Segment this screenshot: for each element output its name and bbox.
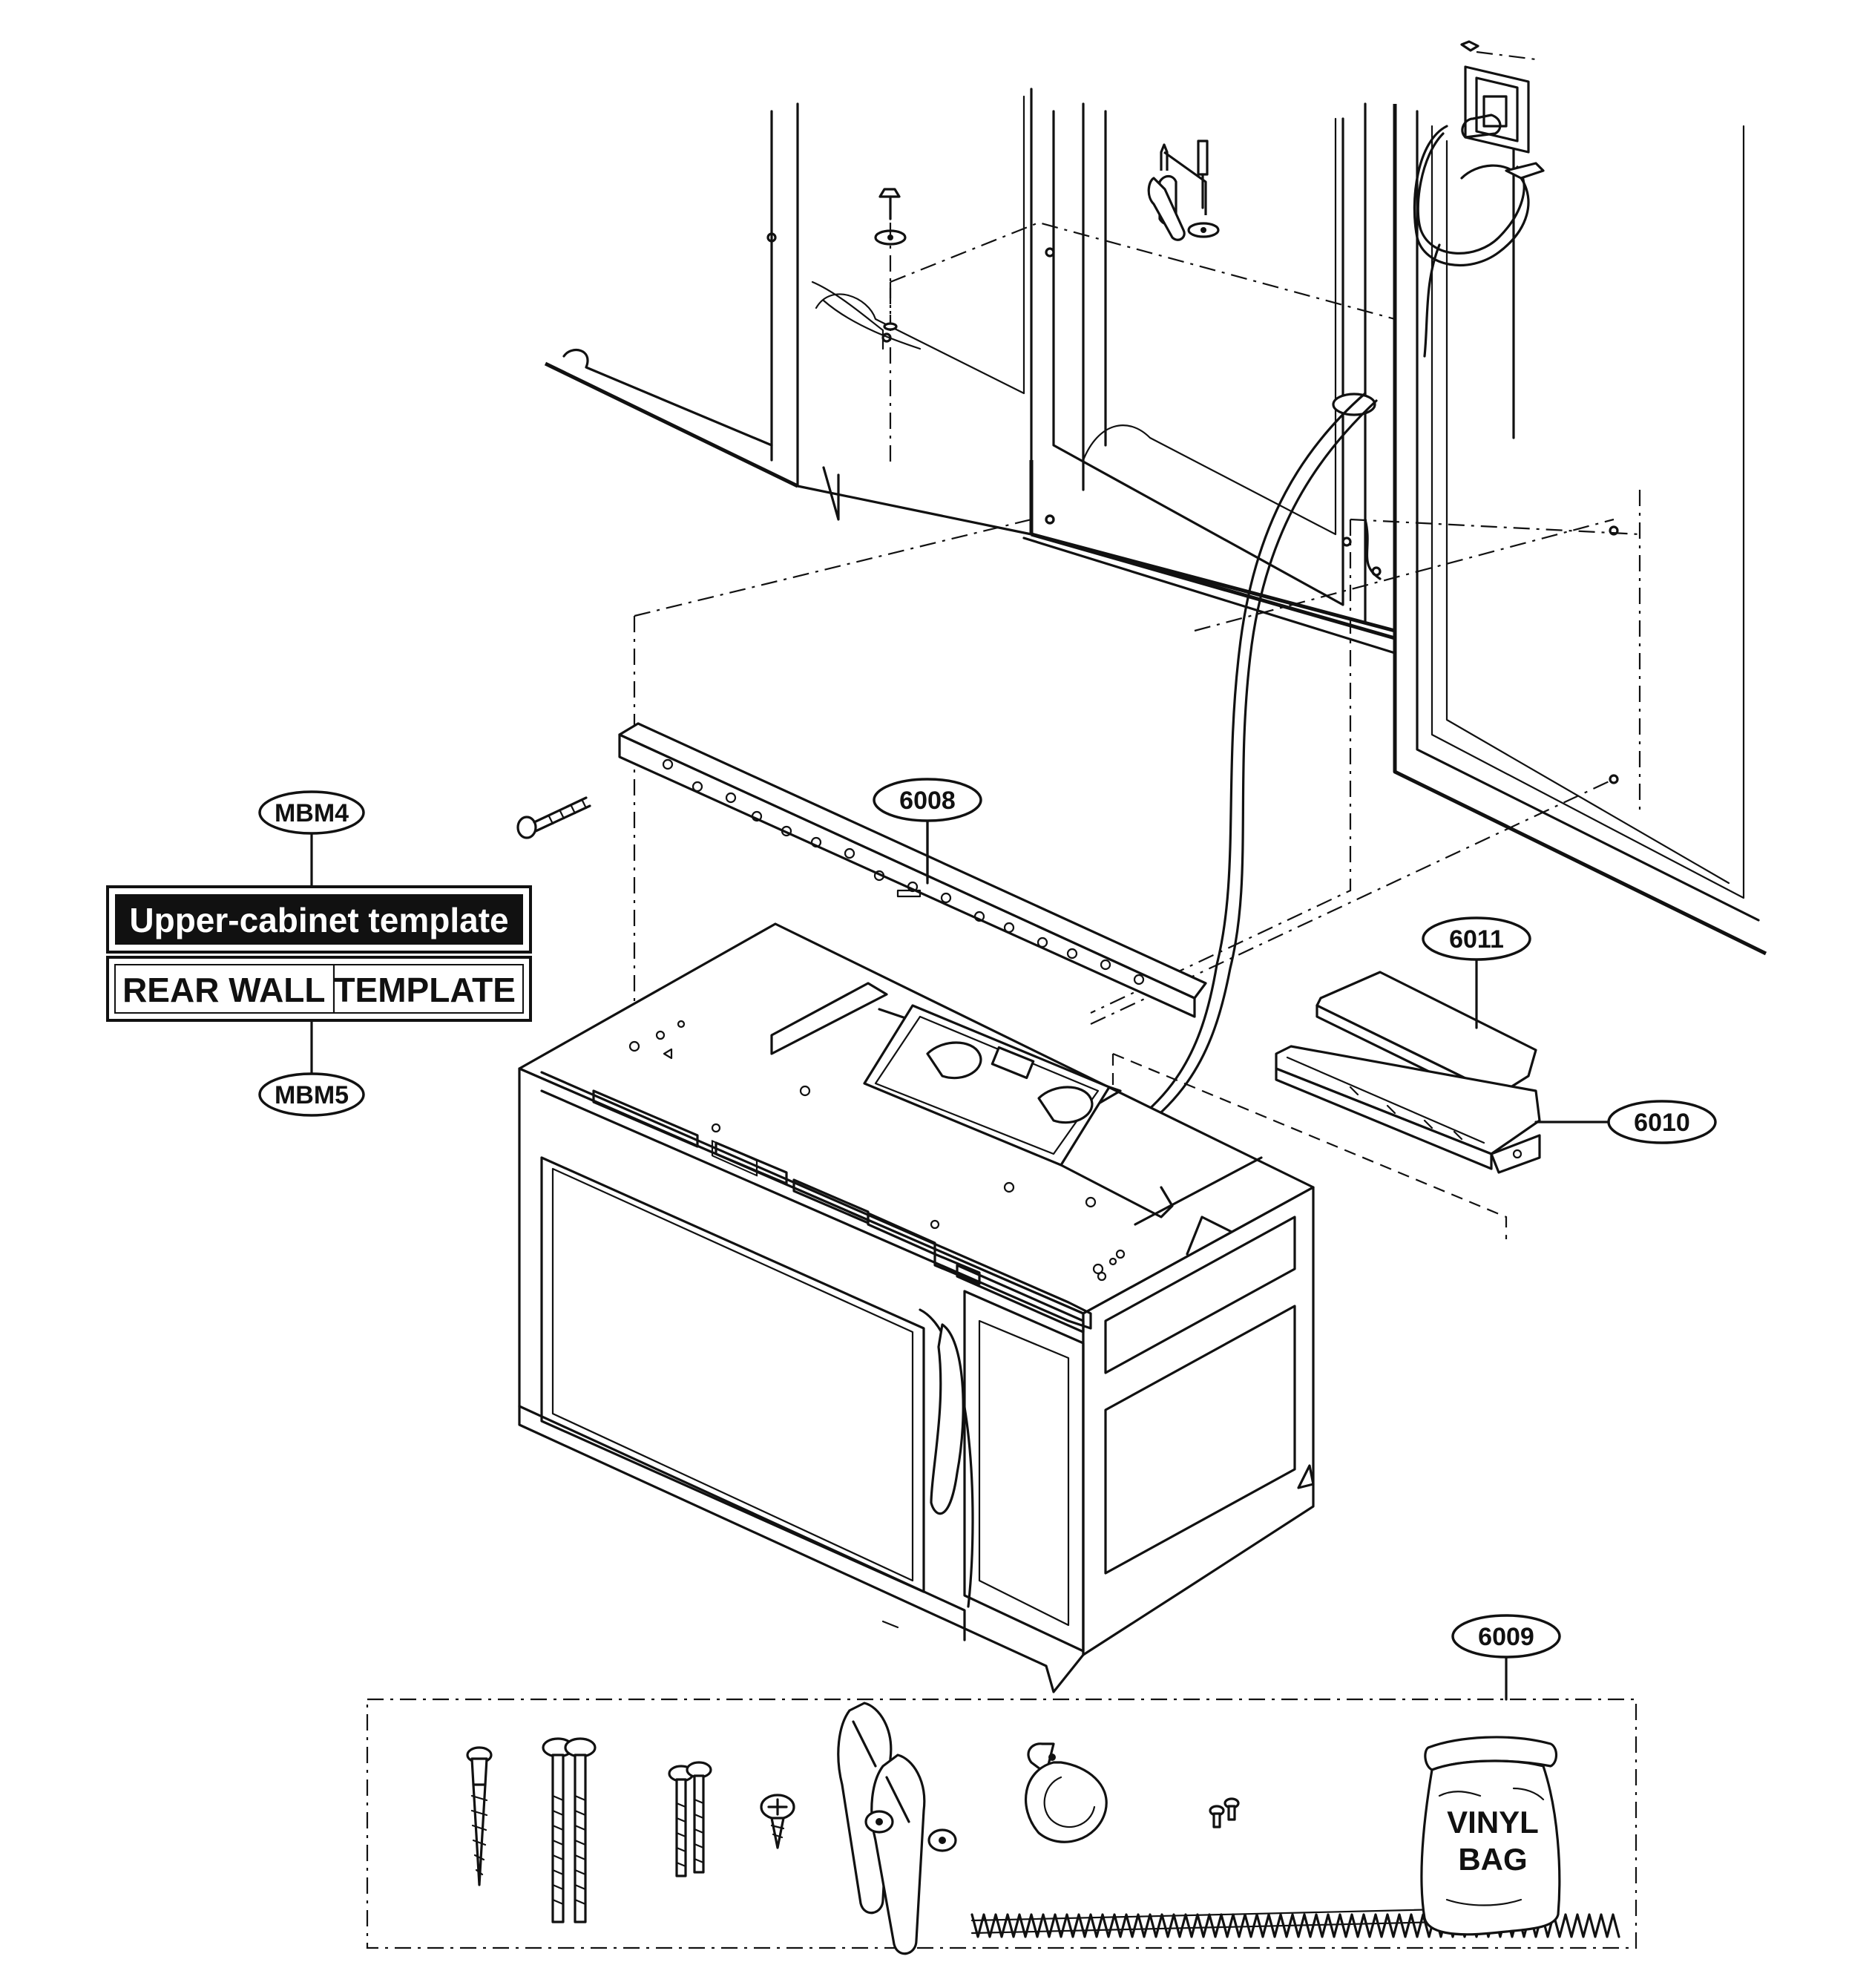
mounting-plate <box>516 722 1207 1018</box>
callout-6011-label: 6011 <box>1449 925 1504 954</box>
damper-assembly <box>1275 971 1541 1174</box>
mounting-plate-holes <box>662 758 1145 985</box>
screw-icon <box>516 796 591 839</box>
upper-cabinet-template: Upper-cabinet template <box>106 885 532 954</box>
microwave-oven <box>518 922 1315 1693</box>
screw-icon <box>466 1746 493 1886</box>
screw-icon <box>760 1794 795 1849</box>
upper-cabinet-template-label: Upper-cabinet template <box>129 901 508 939</box>
callout-6010: 6010 <box>1534 1100 1717 1144</box>
upper-cabinet-corner <box>1364 102 1767 956</box>
bolt-icon <box>668 1761 712 1877</box>
vinyl-bag-line1: VINYL <box>1447 1805 1539 1840</box>
hardware-kit-6009: 6009 <box>366 1614 1638 1949</box>
power-cord <box>1071 392 1378 1167</box>
vinyl-bag-icon: VINYL BAG <box>1420 1736 1561 1936</box>
screw-icon <box>1209 1797 1240 1828</box>
callout-6010-label: 6010 <box>1634 1109 1690 1137</box>
wire-clip-icon <box>1025 1742 1108 1843</box>
rear-wall-template: REAR WALL TEMPLATE <box>106 956 532 1022</box>
vinyl-bag-line2: BAG <box>1458 1842 1527 1877</box>
callout-mbm5: MBM5 <box>258 1019 365 1117</box>
callout-mbm4-label: MBM4 <box>275 799 349 827</box>
callout-mbm4: MBM4 <box>258 790 365 888</box>
upper-cabinet-right <box>815 88 1397 742</box>
wall-base-lines <box>1022 460 1396 655</box>
upper-cabinet-left <box>544 102 1033 536</box>
callout-mbm5-label: MBM5 <box>275 1081 349 1109</box>
toggle-bolt-icon <box>1147 140 1220 241</box>
toggle-bolt-icon <box>837 1702 957 1955</box>
rear-wall-template-label: REAR WALL TEMPLATE <box>122 971 516 1009</box>
bolt-icon <box>542 1737 597 1923</box>
callout-6011: 6011 <box>1422 916 1531 1029</box>
screw-icon <box>874 188 907 331</box>
power-outlet-icon <box>1413 40 1545 358</box>
callout-6009-label: 6009 <box>1478 1623 1534 1651</box>
cabinet-holes <box>766 232 1619 784</box>
callout-6008: 6008 <box>873 778 982 881</box>
callout-6008-label: 6008 <box>899 787 956 815</box>
